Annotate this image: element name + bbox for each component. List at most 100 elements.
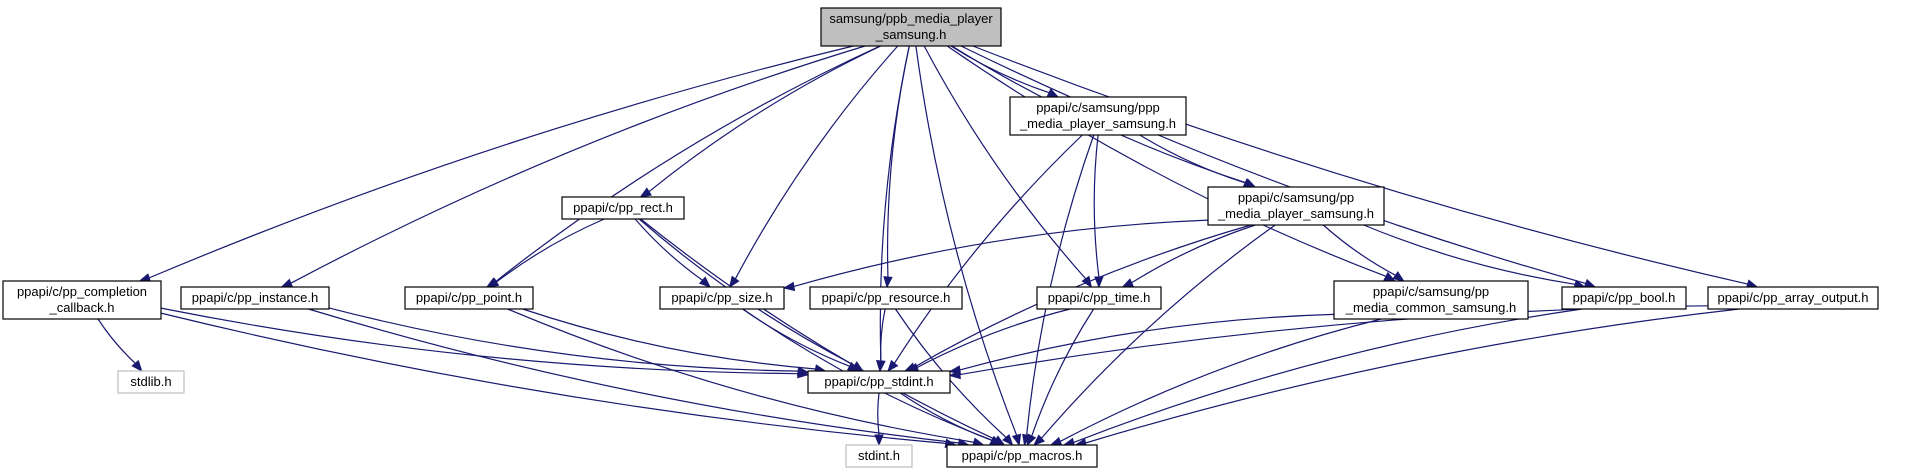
node-label-line: _media_player_samsung.h <box>1217 206 1374 221</box>
node-box <box>1207 186 1385 226</box>
edge-root-to-point <box>485 45 881 288</box>
edge-instance-to-stdint_pp <box>328 307 810 376</box>
node-macros[interactable]: ppapi/c/pp_macros.h <box>946 444 1098 468</box>
node-box <box>2 280 162 320</box>
node-label-line: samsung/ppb_media_player <box>829 11 993 26</box>
node-common[interactable]: ppapi/c/samsung/pp_media_common_samsung.… <box>1333 280 1529 320</box>
edge-pp_mps-to-common <box>1322 224 1405 282</box>
arrowhead <box>1121 278 1135 288</box>
node-box <box>807 370 951 394</box>
edge-stdint_pp-to-stdint <box>874 392 884 447</box>
node-label-line: ppapi/c/pp_size.h <box>671 290 772 305</box>
edge-root-to-rect <box>639 45 882 198</box>
node-box <box>1561 286 1687 310</box>
node-time[interactable]: ppapi/c/pp_time.h <box>1036 286 1162 310</box>
node-label-line: ppapi/c/samsung/ppp <box>1036 100 1160 115</box>
arrowhead <box>1392 271 1405 282</box>
node-label-line: _callback.h <box>48 300 114 315</box>
node-box <box>1707 286 1879 310</box>
edge-array-to-stdint_pp <box>948 305 1709 380</box>
arrowhead <box>486 277 500 288</box>
node-bool[interactable]: ppapi/c/pp_bool.h <box>1561 286 1687 310</box>
edge-size-to-stdint_pp <box>742 308 860 372</box>
node-box <box>1333 280 1529 320</box>
edge-resource-to-stdint_pp <box>876 308 886 373</box>
node-box <box>820 7 1002 47</box>
node-box <box>845 444 913 468</box>
edge-root-to-bool <box>960 45 1597 288</box>
node-label-line: stdint.h <box>858 448 900 463</box>
node-box <box>180 286 330 310</box>
edge-rect-to-point <box>486 218 605 288</box>
node-label-line: ppapi/c/pp_rect.h <box>573 200 673 215</box>
node-box <box>561 196 685 220</box>
edge-root-to-array <box>972 45 1759 289</box>
node-array[interactable]: ppapi/c/pp_array_output.h <box>1707 286 1879 310</box>
node-label-line: ppapi/c/pp_point.h <box>416 290 522 305</box>
edge-bool-to-macros <box>1062 308 1583 447</box>
arrowhead <box>782 281 796 292</box>
edge-rect-to-size <box>634 218 711 288</box>
node-rect[interactable]: ppapi/c/pp_rect.h <box>561 196 685 220</box>
edge-ppp_mps-to-time <box>1093 134 1104 289</box>
arrowhead <box>1033 434 1046 446</box>
edge-root-to-common <box>946 45 1397 282</box>
node-label-line: ppapi/c/pp_array_output.h <box>1717 290 1868 305</box>
arrowhead <box>883 276 893 289</box>
arrowhead <box>131 359 143 373</box>
node-label-line: ppapi/c/pp_time.h <box>1048 290 1151 305</box>
node-box <box>809 286 963 310</box>
arrowhead <box>887 359 899 373</box>
edge-pp_mps-to-macros <box>1033 224 1276 446</box>
node-stdint: stdint.h <box>845 444 913 468</box>
node-label-line: ppapi/c/pp_instance.h <box>192 290 318 305</box>
edge-completion-to-stdlib <box>97 318 143 373</box>
node-box <box>659 286 785 310</box>
node-box <box>404 286 534 310</box>
node-instance[interactable]: ppapi/c/pp_instance.h <box>180 286 330 310</box>
node-stdlib: stdlib.h <box>117 370 185 394</box>
edge-root-to-time <box>923 45 1093 289</box>
edge-root-to-instance <box>280 45 866 288</box>
arrowhead <box>1011 433 1022 447</box>
arrowhead <box>1583 278 1597 288</box>
node-ppp-mps[interactable]: ppapi/c/samsung/ppp_media_player_samsung… <box>1009 96 1187 136</box>
node-label-line: stdlib.h <box>130 374 171 389</box>
edge-completion-to-stdint_pp <box>160 307 810 379</box>
arrowhead <box>1026 433 1037 447</box>
node-box <box>946 444 1098 468</box>
node-label-line: _media_common_samsung.h <box>1345 300 1517 315</box>
arrowhead <box>1002 433 1014 447</box>
edge-point-to-macros <box>507 308 985 447</box>
node-point[interactable]: ppapi/c/pp_point.h <box>404 286 534 310</box>
node-box <box>1036 286 1162 310</box>
node-pp-mps[interactable]: ppapi/c/samsung/pp_media_player_samsung.… <box>1207 186 1385 226</box>
node-root: samsung/ppb_media_player_samsung.h <box>820 7 1002 47</box>
arrowhead <box>1049 436 1063 446</box>
arrowhead <box>876 360 886 373</box>
node-label-line: ppapi/c/pp_bool.h <box>1573 290 1676 305</box>
node-label-line: _media_player_samsung.h <box>1019 116 1176 131</box>
arrowhead <box>280 278 294 288</box>
arrowhead <box>728 275 740 289</box>
edge-time-to-macros <box>1026 308 1095 447</box>
node-box <box>117 370 185 394</box>
arrowhead <box>948 369 961 380</box>
edge-root-to-size <box>728 45 899 289</box>
node-label-line: ppapi/c/pp_macros.h <box>962 448 1083 463</box>
edge-common-to-stdint_pp <box>948 313 1335 375</box>
node-resource[interactable]: ppapi/c/pp_resource.h <box>809 286 963 310</box>
arrowhead <box>639 187 652 198</box>
node-completion[interactable]: ppapi/c/pp_completion_callback.h <box>2 280 162 320</box>
arrowhead <box>698 276 711 288</box>
node-label-line: _samsung.h <box>875 27 947 42</box>
edge-root-to-completion <box>138 45 854 283</box>
node-size[interactable]: ppapi/c/pp_size.h <box>659 286 785 310</box>
node-stdint-pp[interactable]: ppapi/c/pp_stdint.h <box>807 370 951 394</box>
edges-layer <box>97 45 1759 448</box>
arrowhead <box>874 434 884 447</box>
edge-pp_mps-to-size <box>782 219 1209 292</box>
nodes-layer: samsung/ppb_media_player_samsung.h ppapi/… <box>2 7 1879 468</box>
node-label-line: ppapi/c/samsung/pp <box>1373 284 1489 299</box>
